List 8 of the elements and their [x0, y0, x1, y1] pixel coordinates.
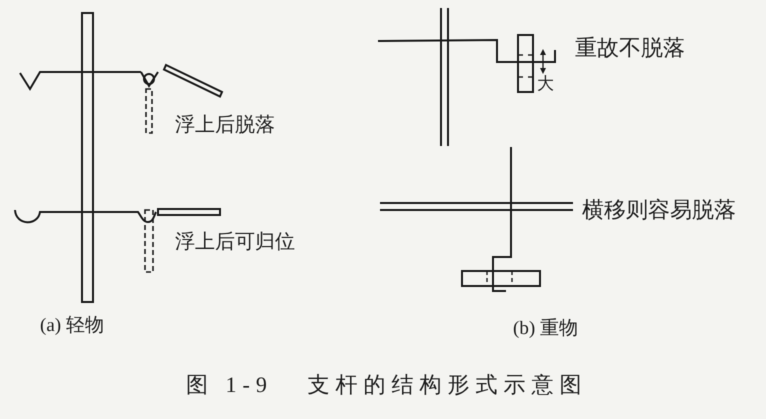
annotation-text: 浮上后可归位	[175, 230, 295, 253]
annotation-text: 浮上后脱落	[175, 113, 275, 136]
subfigure-label: (b) 重物	[513, 318, 578, 340]
annotation-text: 重故不脱落	[575, 36, 685, 62]
dimension-label: 大	[537, 75, 554, 95]
annotation-text: 横移则容易脱落	[582, 198, 736, 224]
figure-caption: 图 1-9 支杆的结构形式示意图	[186, 372, 588, 398]
subfigure-label: (a) 轻物	[40, 315, 104, 337]
